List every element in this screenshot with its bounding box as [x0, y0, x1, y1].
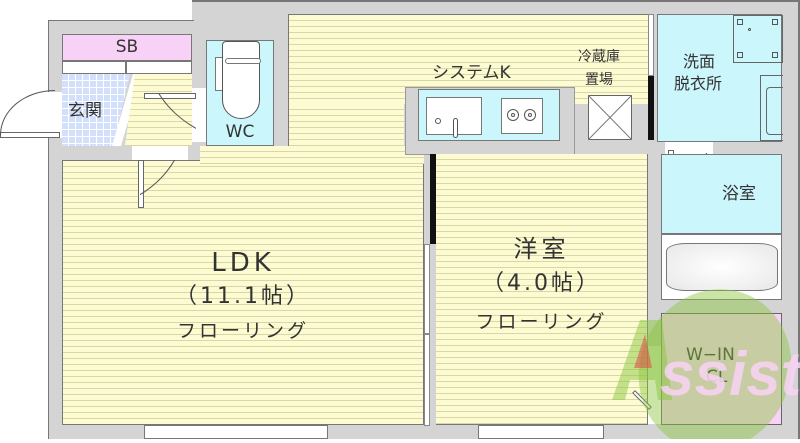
washer-corner	[772, 19, 778, 25]
western-room-flooring: フローリング	[475, 311, 608, 333]
washer-corner	[737, 52, 743, 58]
walk-in-closet-label-1: W−IN	[686, 345, 735, 365]
washroom-fixed-panel	[648, 76, 654, 140]
western-room[interactable]: 洋室 （4.0帖） フローリング	[436, 154, 648, 425]
toilet-lid	[225, 58, 261, 64]
burner-icon	[524, 109, 536, 121]
toilet-bowl-icon	[222, 41, 260, 119]
faucet-hole-icon	[435, 118, 441, 124]
washer-corner	[772, 52, 778, 58]
burner-icon	[507, 109, 519, 121]
outer-outline	[48, 20, 49, 439]
shoe-box-shelf	[62, 61, 126, 74]
washer-drain	[748, 28, 751, 31]
closet-door-opening	[648, 346, 661, 424]
wc-toilet-room[interactable]: WC	[206, 40, 274, 146]
washroom-sliding-door[interactable]	[648, 14, 654, 76]
ldk-room[interactable]: LDK （11.1帖） フローリング	[62, 160, 424, 425]
ldk-size: （11.1帖）	[175, 284, 311, 309]
ldk-name: LDK	[211, 248, 275, 278]
fridge-space-label-2: 置場	[585, 72, 613, 88]
washing-machine-icon	[733, 15, 783, 63]
vanity-icon	[760, 75, 783, 141]
bathtub-inner-icon	[666, 243, 778, 291]
ldk-door-opening	[132, 146, 188, 160]
western-room-name: 洋室	[513, 235, 570, 263]
ldk-connector	[200, 146, 424, 164]
washroom-label-1: 洗面	[683, 52, 716, 71]
system-kitchen[interactable]	[418, 89, 560, 141]
vanity-basin-icon	[766, 87, 783, 135]
bathroom[interactable]: 浴室	[661, 154, 782, 234]
wc-label: WC	[225, 122, 255, 142]
fridge-space[interactable]	[588, 95, 632, 140]
outer-outline	[48, 20, 194, 21]
bathroom-door-opening	[665, 142, 713, 154]
fridge-x-icon	[588, 95, 632, 140]
western-room-window	[478, 425, 604, 439]
kitchen-bottom-wall	[575, 140, 650, 154]
washroom-label-2: 脱衣所	[674, 74, 723, 93]
ldk-flooring: フローリング	[176, 320, 309, 342]
burner-icon	[528, 113, 532, 117]
shoe-box-shelf	[126, 61, 192, 74]
sliding-door-1[interactable]	[424, 244, 430, 334]
shoe-box-label: SB	[115, 37, 139, 57]
burner-icon	[511, 113, 515, 117]
fridge-space-label-1: 冷蔵庫	[578, 49, 620, 65]
partition-fixed-panel	[430, 154, 436, 244]
faucet-icon	[453, 118, 458, 138]
washroom[interactable]: 洗面 脱衣所	[657, 14, 783, 142]
western-room-size: （4.0帖）	[482, 271, 601, 296]
ldk-window	[144, 425, 328, 439]
entrance-label: 玄関	[68, 101, 102, 121]
sliding-door-2[interactable]	[424, 334, 430, 426]
walk-in-closet[interactable]: W−IN CL	[661, 313, 782, 425]
bathroom-label: 浴室	[722, 184, 756, 204]
shoe-box: SB	[62, 34, 192, 61]
walk-in-closet-label-2: CL	[706, 367, 728, 387]
kitchen-sink-icon	[426, 97, 482, 138]
system-kitchen-label: システムK	[432, 63, 511, 83]
washer-corner	[737, 19, 743, 25]
stove-icon	[501, 98, 543, 134]
bathtub[interactable]	[661, 234, 782, 300]
wc-door-opening	[192, 88, 208, 142]
